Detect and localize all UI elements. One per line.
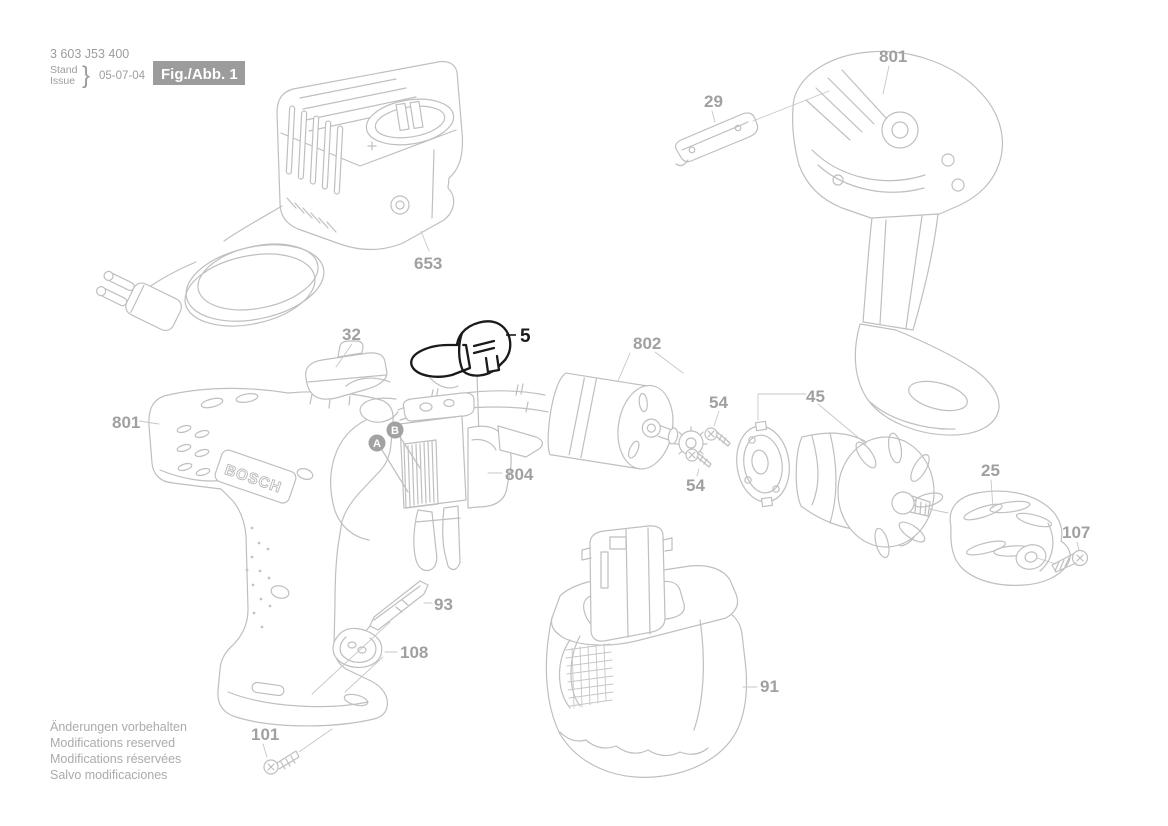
part-label-91: 91: [760, 677, 779, 696]
chuck-screw-illustration: [1051, 541, 1089, 573]
charger-illustration: [96, 60, 464, 331]
switch-module-illustration: [399, 392, 543, 572]
catalog-number: 3 603 J53 400: [50, 47, 129, 61]
bit-holder-illustration: [311, 621, 398, 695]
part-label-54-lower: 54: [686, 476, 705, 495]
part-label-804: 804: [505, 465, 534, 484]
callout-b-letter: B: [391, 425, 399, 437]
figure-label: Fig./Abb. 1: [161, 66, 238, 83]
part-label-5: 5: [520, 326, 531, 347]
direction-lever-illustration: [410, 320, 516, 378]
part-label-32: 32: [342, 325, 361, 344]
part-label-29: 29: [704, 92, 723, 111]
stand-label: Stand: [50, 64, 78, 76]
gear-assembly-illustration: [736, 393, 949, 559]
part-label-45: 45: [806, 387, 825, 406]
battery-illustration: [545, 525, 758, 778]
housing-right-illustration: [792, 50, 1004, 436]
motor-screw-lower-illustration: [685, 448, 712, 477]
part-label-801-left: 801: [112, 413, 140, 432]
footer-line-es: Salvo modificaciones: [50, 768, 167, 782]
chuck-illustration: [949, 479, 1071, 586]
callout-a-letter: A: [373, 438, 381, 450]
part-label-101: 101: [251, 725, 279, 744]
issue-date: 05-07-04: [99, 70, 146, 82]
housing-screw-illustration: [262, 728, 333, 775]
header: 3 603 J53 400 Stand Issue } 05-07-04 Fig…: [50, 47, 245, 89]
footer-line-de: Änderungen vorbehalten: [50, 720, 187, 734]
screwdriver-bit-illustration: [364, 580, 433, 633]
part-label-93: 93: [434, 595, 453, 614]
footer-line-fr: Modifications réservées: [50, 752, 181, 766]
part-label-107: 107: [1062, 523, 1090, 542]
slide-button-illustration: [305, 340, 388, 409]
motor-illustration: [547, 351, 708, 470]
footer-line-en: Modifications reserved: [50, 736, 175, 750]
part-label-801-top: 801: [879, 47, 907, 66]
footer-disclaimer: Änderungen vorbehalten Modifications res…: [50, 720, 187, 782]
drill-body-illustration: BOSCH: [138, 387, 394, 727]
part-label-653: 653: [414, 254, 442, 273]
figure-badge: [153, 61, 245, 85]
part-label-802: 802: [633, 334, 661, 353]
issue-label: Issue: [50, 75, 75, 87]
callout-b-badge: B: [386, 421, 421, 469]
callout-a-badge: A: [368, 434, 409, 493]
part-label-108: 108: [400, 643, 428, 662]
contact-strip-illustration: [675, 90, 830, 167]
part-label-54-upper: 54: [709, 393, 728, 412]
motor-screw-upper-illustration: [704, 410, 731, 447]
part-label-25: 25: [981, 461, 1000, 480]
brace-glyph: }: [82, 62, 90, 89]
